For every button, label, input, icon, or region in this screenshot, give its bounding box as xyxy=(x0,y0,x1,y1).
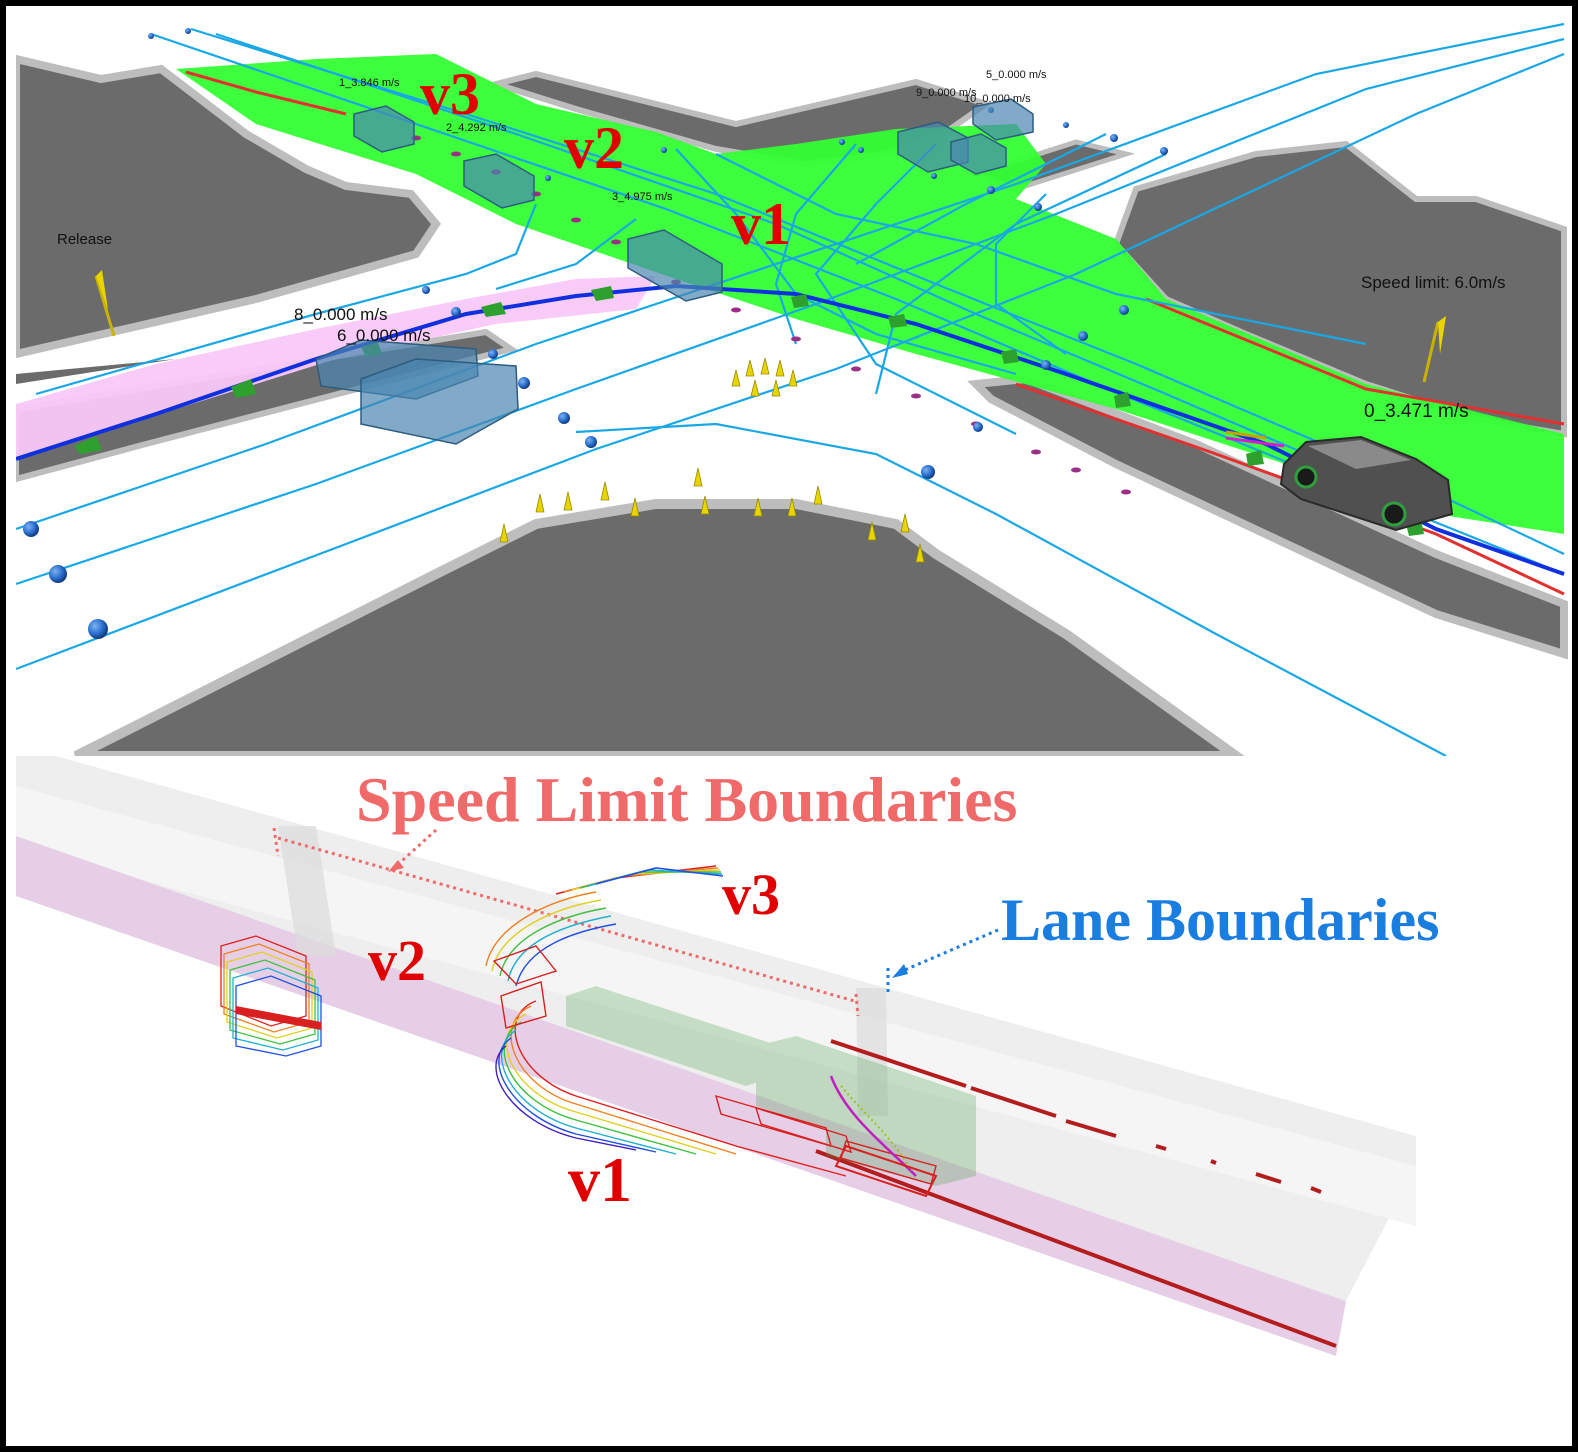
intersection-render xyxy=(16,14,1572,756)
lane-centerlines xyxy=(16,22,1565,756)
vehicle-label-v1: v1 xyxy=(731,191,791,257)
vehicle-bounding-boxes xyxy=(315,98,1034,445)
agent-speed-label: 8_0.000 m/s xyxy=(294,305,388,324)
flag-icon xyxy=(1422,316,1446,383)
lane-boundaries-caption: Lane Boundaries xyxy=(1001,887,1440,953)
agent-speed-label: 5_0.000 m/s xyxy=(986,69,1047,81)
red-lane-boundary xyxy=(815,1039,1337,1348)
release-label: Release xyxy=(57,231,113,248)
intersection-scene: 1_3.846 m/s 2_4.292 m/s 3_4.975 m/s 5_0.… xyxy=(16,14,1572,756)
traffic-cone-icon xyxy=(499,357,925,563)
arrow-icon xyxy=(388,860,404,872)
agent-speed-label: 6_0.000 m/s xyxy=(337,326,431,345)
static-agent-stack xyxy=(220,935,322,1057)
v2-trajectory-sweep xyxy=(485,891,617,1029)
target-lane xyxy=(16,276,656,459)
flag-icon xyxy=(94,270,116,337)
agent-speed-label: 3_4.975 m/s xyxy=(612,191,673,203)
occupancy-volumes xyxy=(566,986,976,1186)
vehicle-label-v3: v3 xyxy=(420,61,480,127)
ego-trajectory xyxy=(829,1075,938,1198)
ego-speed-label: 0_3.471 m/s xyxy=(1364,401,1469,422)
vehicle-label-v3: v3 xyxy=(722,862,780,927)
agent-speed-label: 9_0.000 m/s xyxy=(916,87,977,99)
vehicle-label-v2: v2 xyxy=(564,115,624,181)
agent-speed-label: 10_0.000 m/s xyxy=(964,93,1031,105)
v3-trajectory-sweep xyxy=(555,865,724,895)
agent-speed-label: 2_4.292 m/s xyxy=(446,122,507,134)
speed-limit-boundary xyxy=(272,827,860,1017)
lane-boundary-marker xyxy=(886,928,999,996)
arrow-icon xyxy=(892,964,908,978)
corridor-scene: Speed Limit Boundaries Lane Boundaries v… xyxy=(16,756,1572,1446)
vehicle-label-v1: v1 xyxy=(568,1144,632,1215)
agent-speed-label: 1_3.846 m/s xyxy=(339,77,400,89)
vehicle-label-v2: v2 xyxy=(368,928,426,993)
corridor-render xyxy=(16,756,1572,1446)
car-icon xyxy=(1225,430,1454,532)
speed-limit-boundaries-caption: Speed Limit Boundaries xyxy=(356,764,1018,835)
v1-trajectory-sweep xyxy=(495,1000,847,1177)
speed-limit-label: Speed limit: 6.0m/s xyxy=(1361,273,1506,292)
